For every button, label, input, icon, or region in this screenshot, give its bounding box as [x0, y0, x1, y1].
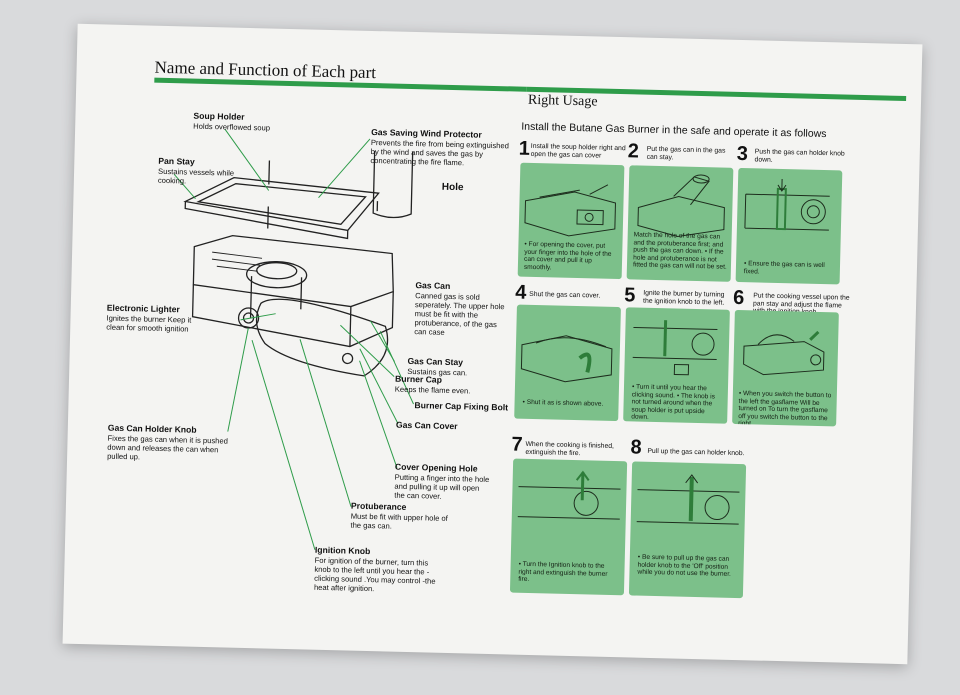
step-2-panel: Match the hole of the gas can and the pr…: [626, 165, 734, 282]
part-label-gas-can-stay: Gas Can Stay: [407, 355, 464, 368]
step-4-illustration: [520, 335, 613, 383]
step-5-panel: • Turn it until you hear the clicking so…: [623, 307, 730, 424]
step-8-instruction: Pull up the gas can holder knob.: [647, 447, 745, 458]
usage-subtitle: Install the Butane Gas Burner in the saf…: [521, 120, 827, 141]
step-5-instruction: Ignite the burner by turning the ignitio…: [643, 289, 725, 307]
instruction-sheet: Name and Function of Each part: [62, 23, 923, 665]
part-desc-protuberance: Must be fit with upper hole of the gas c…: [350, 511, 448, 531]
part-label-burner-cap: Burner Cap: [395, 373, 443, 385]
part-desc-wind-protector: Prevents the fire from being extinguishe…: [370, 137, 509, 168]
part-desc-electronic-lighter: Ignites the burner Keep it clean for smo…: [106, 313, 192, 334]
step-8-note: • Be sure to pull up the gas can holder …: [637, 553, 732, 578]
step-6-panel: • When you switch the button to the left…: [732, 309, 839, 427]
step-7-number: 7: [511, 433, 523, 456]
part-label-gas-can-cover: Gas Can Cover: [395, 419, 458, 432]
part-label-hole: Hole: [441, 181, 464, 194]
part-label-pan-stay: Pan Stay: [158, 155, 195, 167]
part-desc-gas-can: Canned gas is sold seperately. The upper…: [414, 291, 505, 337]
step-4-panel: • Shut it as is shown above.: [514, 304, 621, 422]
step-1-number: 1: [518, 137, 531, 160]
step-8-panel: • Be sure to pull up the gas can holder …: [628, 461, 747, 599]
step-4-number: 4: [514, 281, 527, 304]
step-5-number: 5: [623, 284, 636, 307]
part-label-protuberance: Protuberance: [350, 500, 407, 512]
step-7-note: • Turn the Ignition knob to the right an…: [518, 560, 608, 583]
step-1-instruction: Install the soup holder right and open t…: [530, 142, 626, 160]
step-8-number: 8: [630, 436, 642, 459]
step-8-illustration: [636, 474, 740, 525]
step-2-illustration: [637, 174, 725, 238]
part-desc-gas-can-holder-knob: Fixes the gas can when it is pushed down…: [107, 433, 228, 462]
step-6-note: • When you switch the button to the left…: [738, 390, 832, 427]
step-5-illustration: [632, 320, 718, 376]
step-3-panel: • Ensure the gas can is well fixed.: [735, 167, 843, 285]
part-desc-cover-opening-hole: Putting a finger into the hole and pulli…: [394, 472, 490, 501]
step-6-number: 6: [732, 286, 745, 310]
part-label-soup-holder: Soup Holder: [193, 110, 245, 122]
step-2-instruction: Put the gas can in the gas can stay.: [646, 145, 726, 161]
step-3-number: 3: [736, 142, 749, 166]
part-desc-soup-holder: Holds overflowed soup: [193, 121, 271, 133]
step-4-instruction: Shut the gas can cover.: [529, 290, 601, 300]
step-7-panel: • Turn the Ignition knob to the right an…: [509, 458, 628, 596]
part-label-gas-can: Gas Can: [415, 280, 451, 291]
part-label-cover-opening-hole: Cover Opening Hole: [394, 461, 478, 474]
part-label-electronic-lighter: Electronic Lighter: [106, 302, 180, 315]
step-6-illustration: [743, 330, 825, 376]
part-label-ignition-knob: Ignition Knob: [314, 544, 371, 557]
part-desc-pan-stay: Sustains vessels while cooking.: [157, 166, 235, 186]
step-1-illustration: [524, 184, 616, 237]
step-5-note: • Turn it until you hear the clicking so…: [631, 383, 716, 421]
step-1-panel: • For opening the cover, put your finger…: [517, 162, 625, 280]
section-title-usage: Right Usage: [527, 92, 598, 110]
step-3-note: • Ensure the gas can is well fixed.: [743, 260, 825, 276]
step-2-note: Match the hole of the gas can and the pr…: [632, 231, 727, 271]
step-3-instruction: Push the gas can holder knob down.: [754, 148, 845, 164]
step-2-number: 2: [627, 140, 640, 163]
step-1-note: • For opening the cover, put your finger…: [523, 240, 612, 271]
step-7-illustration: [517, 470, 621, 520]
part-desc-ignition-knob: For ignition of the burner, turn this kn…: [313, 555, 436, 594]
step-3-illustration: [744, 179, 830, 231]
step-7-instruction: When the cooking is finished, extinguish…: [525, 440, 615, 457]
